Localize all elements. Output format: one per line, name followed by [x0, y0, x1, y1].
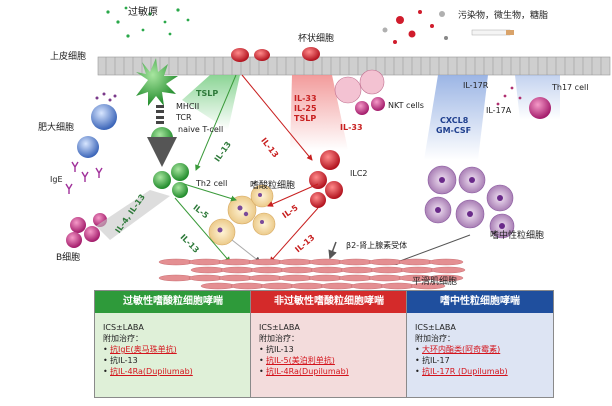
signal-arrows — [174, 74, 471, 266]
mhc-tcr-receptor — [156, 105, 164, 124]
il25-label: IL-25 — [294, 104, 317, 113]
smooth-muscle-cells — [158, 258, 466, 290]
smooth-muscle-label: 平滑肌细胞 — [412, 277, 458, 287]
ilc2-cells — [309, 150, 343, 208]
treatment-item: •抗IL-17R (Dupilumab) — [415, 367, 508, 376]
mhcii-label: MHCII — [176, 102, 200, 111]
il4-il13-cone — [96, 190, 170, 240]
treatment-item: •抗IL-13 — [259, 345, 294, 354]
dendritic-cell — [136, 58, 178, 106]
ige-label: IgE — [50, 175, 63, 184]
th2-cells — [153, 163, 189, 198]
panel-line1: ICS±LABA — [103, 323, 144, 332]
gmcsf-label: GM-CSF — [436, 126, 472, 135]
nkt-label: NKT cells — [388, 101, 424, 110]
cxcl8-label: CXCL8 — [440, 116, 469, 125]
tcr-label: TCR — [176, 113, 192, 122]
tslp-mid-label: TSLP — [294, 114, 317, 123]
pollutant-particles — [382, 10, 514, 44]
mast-cell — [77, 92, 117, 158]
panel-line2: 附加治疗： — [259, 334, 299, 343]
il33-label: IL-33 — [294, 94, 317, 103]
treatment-item: •抗IL-5(美泊利单抗) — [259, 356, 335, 365]
cxcl8-cone — [424, 75, 488, 160]
b2-receptor-label: β2-肾上腺素受体 — [346, 241, 408, 250]
neutrophils — [424, 165, 515, 239]
allergen-label: 过敏原 — [128, 7, 158, 18]
il33b-label: IL-33 — [340, 123, 363, 132]
treatment-item: •抗IL-4Ra(Dupilumab) — [103, 367, 193, 376]
panel-line1: ICS±LABA — [415, 323, 456, 332]
treatment-item: •抗IL-17 — [415, 356, 450, 365]
epithelium-layer — [97, 56, 611, 76]
treatment-item: •抗IL-13 — [103, 356, 138, 365]
th17-cell — [496, 86, 551, 119]
th17-label: Th17 cell — [552, 83, 589, 92]
panel-nonallergic-eosinophilic: 非过敏性嗜酸粒细胞哮喘 ICS±LABA 附加治疗： •抗IL-13 •抗IL-… — [250, 290, 408, 398]
treatment-item: •抗IL-4Ra(Dupilumab) — [259, 367, 349, 376]
naive-t-label: naive T-cell — [178, 125, 224, 134]
eosinophils — [208, 184, 276, 246]
naive-t-cell — [151, 127, 173, 149]
b-cells — [66, 213, 107, 248]
pollutants-label: 污染物，微生物，糖脂 — [458, 11, 549, 21]
tslp-left-label: TSLP — [196, 89, 219, 98]
panel-allergic-eosinophilic: 过敏性嗜酸粒细胞哮喘 ICS±LABA 附加治疗： •抗IgE(奥马珠单抗) •… — [94, 290, 252, 398]
eos-label: 嗜酸粒细胞 — [250, 181, 296, 191]
panel-line2: 附加治疗： — [103, 334, 143, 343]
panel-line2: 附加治疗： — [415, 334, 455, 343]
goblet-cells — [231, 47, 320, 62]
treatment-item: •抗IgE(奥马珠单抗) — [103, 345, 177, 354]
treatment-item: •大环内酯类(阿奇霉素) — [415, 345, 501, 354]
panel-line1: ICS±LABA — [259, 323, 300, 332]
il33-cone — [290, 75, 348, 150]
il17a-label: IL-17A — [486, 106, 512, 115]
ilc2-label: ILC2 — [350, 169, 368, 178]
mast-label: 肥大细胞 — [38, 123, 75, 133]
b-cell-label: B细胞 — [56, 253, 81, 263]
epithelium-label: 上皮细胞 — [50, 52, 87, 62]
tslp-cone — [182, 75, 240, 130]
il17r-label: IL-17R — [463, 81, 489, 90]
panel-header: 嗜中性粒细胞哮喘 — [407, 291, 553, 313]
allergen-particles — [106, 6, 190, 38]
panel-header: 非过敏性嗜酸粒细胞哮喘 — [251, 291, 407, 313]
nkt-cells — [334, 69, 385, 115]
ige-antibodies — [65, 161, 103, 194]
panel-header: 过敏性嗜酸粒细胞哮喘 — [95, 291, 251, 313]
th2-label: Th2 cell — [196, 179, 228, 188]
goblet-label: 杯状细胞 — [298, 34, 335, 44]
panel-neutrophilic: 嗜中性粒细胞哮喘 ICS±LABA 附加治疗： •大环内酯类(阿奇霉素) •抗I… — [406, 290, 554, 398]
neutrophil-label: 嗜中性粒细胞 — [490, 231, 545, 241]
